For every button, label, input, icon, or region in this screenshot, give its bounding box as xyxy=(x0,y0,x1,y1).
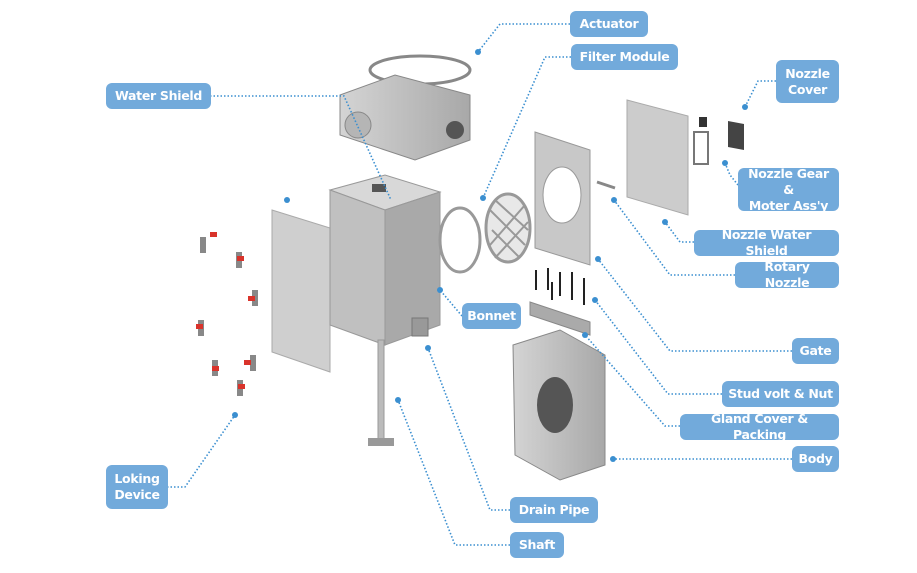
label-drain-pipe: Drain Pipe xyxy=(510,497,598,523)
label-loking-device: Loking Device xyxy=(106,465,168,509)
label-line: Nozzle Gear & xyxy=(748,165,829,197)
nozzle-cover-part xyxy=(728,121,744,150)
label-water-shield: Water Shield xyxy=(106,83,211,109)
leader-lines xyxy=(167,23,792,546)
label-line: Device xyxy=(114,487,160,502)
loking-device-part xyxy=(196,232,258,396)
label-actuator: Actuator xyxy=(570,11,648,37)
nozzle-gear-part xyxy=(693,131,709,165)
gate-part xyxy=(534,131,591,266)
gland-cover-part xyxy=(529,301,591,336)
label-line: Nozzle xyxy=(785,65,830,81)
label-gate: Gate xyxy=(792,338,839,364)
label-gland-cover-packing: Gland Cover & Packing xyxy=(680,411,839,442)
label-body: Body xyxy=(792,446,839,472)
leader-dots xyxy=(232,49,748,462)
label-nozzle-water-shield: Nozzle Water Shield xyxy=(694,227,839,258)
label-bonnet: Bonnet xyxy=(462,303,521,329)
label-nozzle-cover: Nozzle Cover xyxy=(776,60,839,103)
bonnet-part xyxy=(328,174,442,346)
label-shaft: Shaft xyxy=(510,532,564,558)
label-line: Moter Ass'y xyxy=(748,197,829,213)
actuator-part xyxy=(339,54,472,161)
body-part xyxy=(512,329,606,481)
rotary-nozzle-part xyxy=(596,180,616,190)
filter-module-part xyxy=(438,192,532,274)
label-rotary-nozzle: Rotary Nozzle xyxy=(735,259,839,290)
label-line: Loking xyxy=(114,471,160,486)
label-stud-volt-nut: Stud volt & Nut xyxy=(722,381,839,407)
label-filter-module: Filter Module xyxy=(571,44,678,70)
label-nozzle-gear: Nozzle Gear & Moter Ass'y xyxy=(738,165,839,213)
stud-volt-part xyxy=(535,268,585,305)
water-shield-part xyxy=(271,209,331,373)
label-line: Cover xyxy=(787,81,828,97)
nozzle-water-shield-part xyxy=(626,99,689,216)
shaft-part xyxy=(377,339,385,446)
